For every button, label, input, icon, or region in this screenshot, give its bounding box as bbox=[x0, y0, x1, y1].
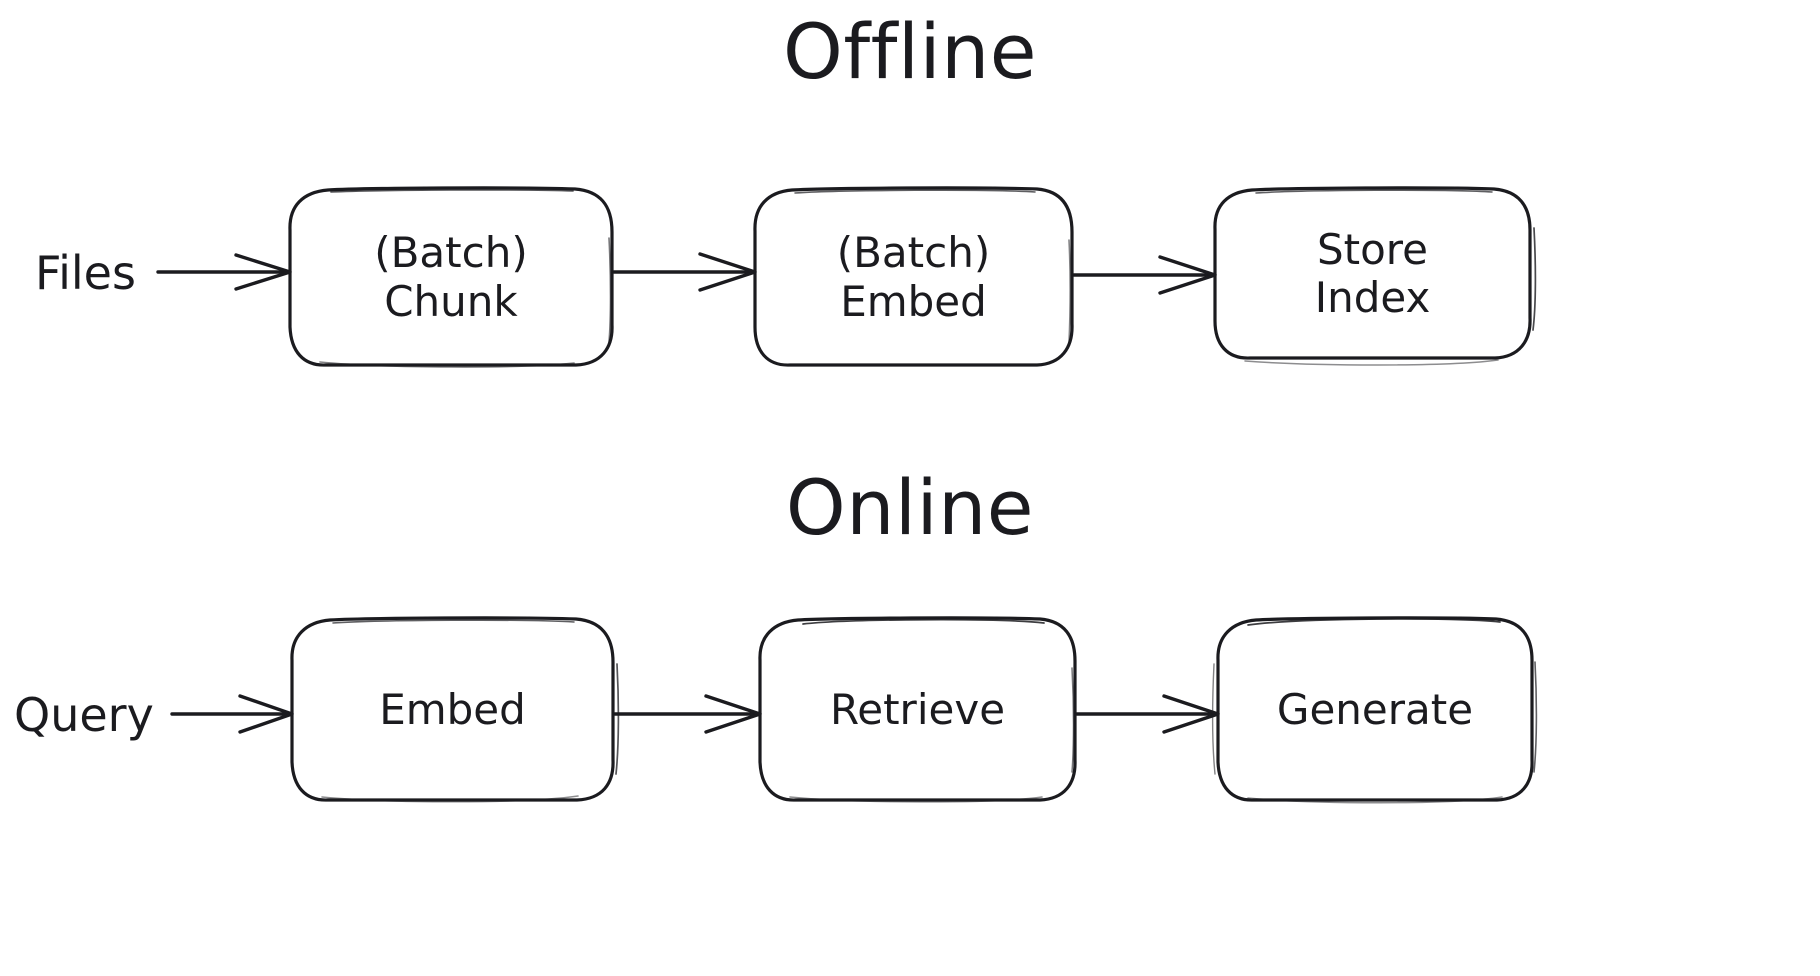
node-label-generate: Generate bbox=[1218, 620, 1532, 800]
arrow-embed-to-retrieve bbox=[613, 694, 762, 734]
node-label-batch-chunk: (Batch) Chunk bbox=[290, 190, 612, 365]
node-label-line1: (Batch) bbox=[374, 228, 528, 278]
node-label-embed: Embed bbox=[292, 620, 613, 800]
arrow-retrieve-to-generate bbox=[1075, 694, 1220, 734]
node-box-embed[interactable] bbox=[290, 616, 620, 803]
arrow-files-to-batch-chunk bbox=[156, 253, 292, 291]
node-label-line1: (Batch) bbox=[836, 228, 991, 278]
arrow-batch-embed-to-store-index bbox=[1072, 255, 1217, 295]
node-label-line1: Retrieve bbox=[829, 684, 1006, 734]
arrow-batch-chunk-to-batch-embed bbox=[612, 252, 757, 292]
input-label-files: Files bbox=[35, 246, 136, 300]
node-label-line2: Index bbox=[1314, 273, 1431, 322]
section-title-online: Online bbox=[785, 463, 1035, 552]
node-label-store-index: Store Index bbox=[1215, 190, 1530, 358]
node-box-generate[interactable] bbox=[1211, 616, 1538, 804]
node-box-batch-chunk[interactable] bbox=[288, 186, 614, 368]
node-label-line1: Generate bbox=[1276, 684, 1474, 734]
node-label-line1: Store bbox=[1316, 224, 1428, 274]
arrow-query-to-embed bbox=[170, 694, 294, 734]
node-label-retrieve: Retrieve bbox=[760, 620, 1075, 800]
node-label-line2: Chunk bbox=[384, 276, 518, 326]
node-label-line1: Embed bbox=[379, 684, 526, 734]
node-label-line2: Embed bbox=[840, 276, 987, 326]
node-label-batch-embed: (Batch) Embed bbox=[755, 190, 1072, 365]
input-label-query: Query bbox=[14, 688, 154, 742]
node-box-store-index[interactable] bbox=[1213, 186, 1537, 366]
node-box-batch-embed[interactable] bbox=[753, 186, 1074, 367]
section-title-offline: Offline bbox=[783, 7, 1037, 96]
node-box-retrieve[interactable] bbox=[758, 616, 1077, 803]
